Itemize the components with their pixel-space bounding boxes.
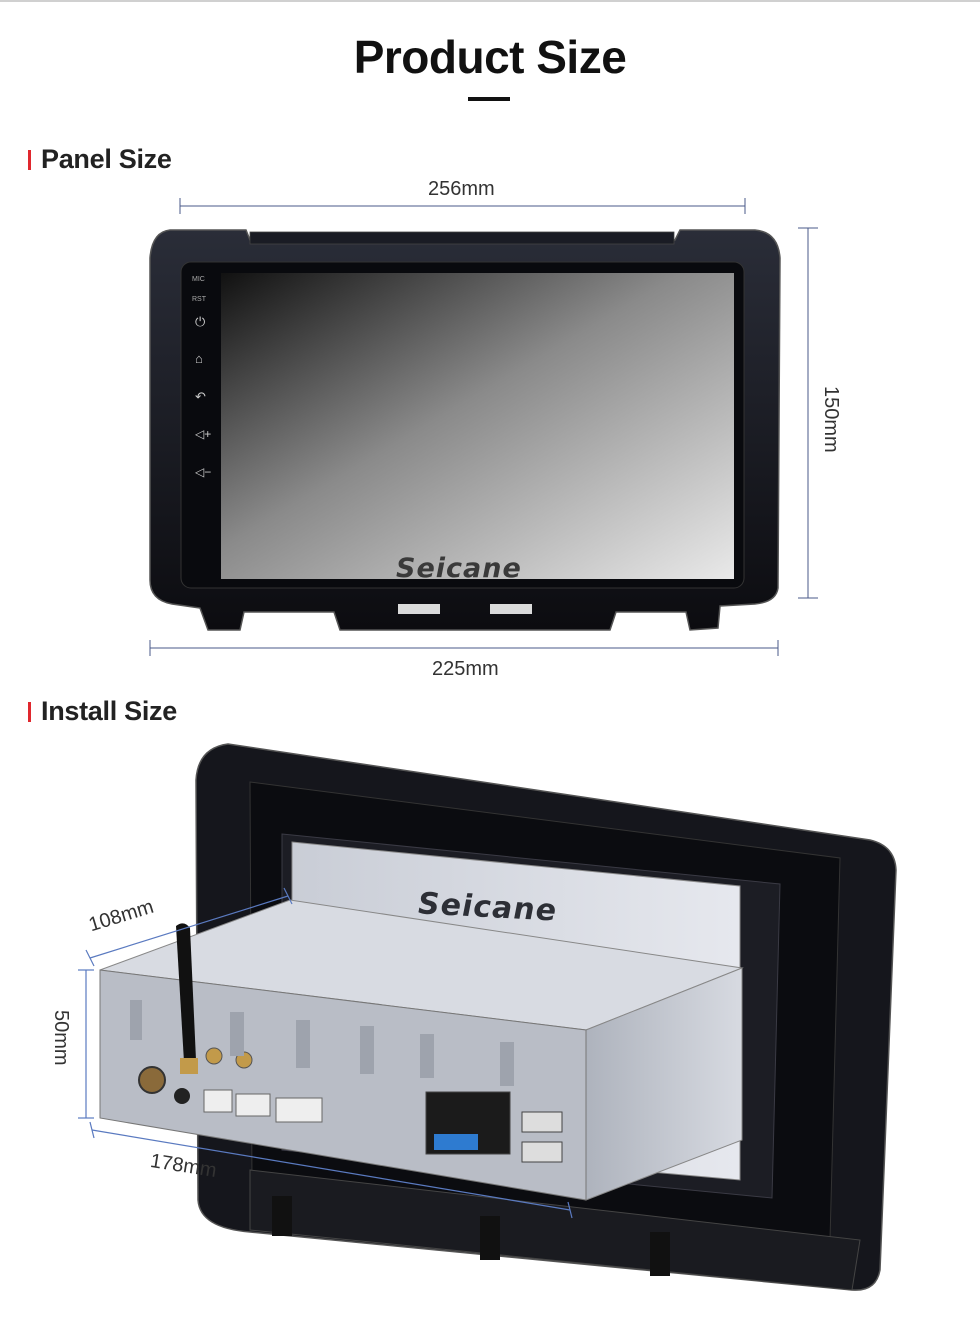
rst-label: RST <box>192 296 206 303</box>
panel-illustration <box>149 198 818 656</box>
antenna <box>176 923 196 1062</box>
panel-brand-logo: Seicane <box>396 553 522 584</box>
power-icon[interactable]: ⏻ <box>195 314 206 329</box>
install-height-label: 50mm <box>50 1010 72 1066</box>
back-icon[interactable]: ↶ <box>195 389 206 404</box>
panel-bottom-width-label: 225mm <box>432 658 499 680</box>
panel-screen <box>221 273 734 579</box>
panel-size-heading-text: Panel Size <box>41 144 172 174</box>
install-size-heading: Install Size <box>28 696 177 727</box>
install-dimension-lines <box>78 887 573 1219</box>
section-marker <box>28 149 31 170</box>
panel-width-label: 256mm <box>428 178 495 200</box>
install-size-heading-text: Install Size <box>41 696 177 726</box>
section-marker <box>28 701 31 722</box>
title-underline <box>468 97 510 101</box>
home-icon[interactable]: ⌂ <box>195 351 203 366</box>
install-brand-logo: Seicane <box>418 886 557 929</box>
top-rule <box>0 0 980 2</box>
panel-size-heading: Panel Size <box>28 144 172 175</box>
page-title: Product Size <box>353 31 627 83</box>
panel-dimension-lines <box>149 198 818 656</box>
mic-label: MIC <box>192 276 205 283</box>
connector-panel <box>130 1000 563 1163</box>
volume-up-icon[interactable]: ◁+ <box>195 427 212 441</box>
volume-down-icon[interactable]: ◁− <box>195 465 212 479</box>
